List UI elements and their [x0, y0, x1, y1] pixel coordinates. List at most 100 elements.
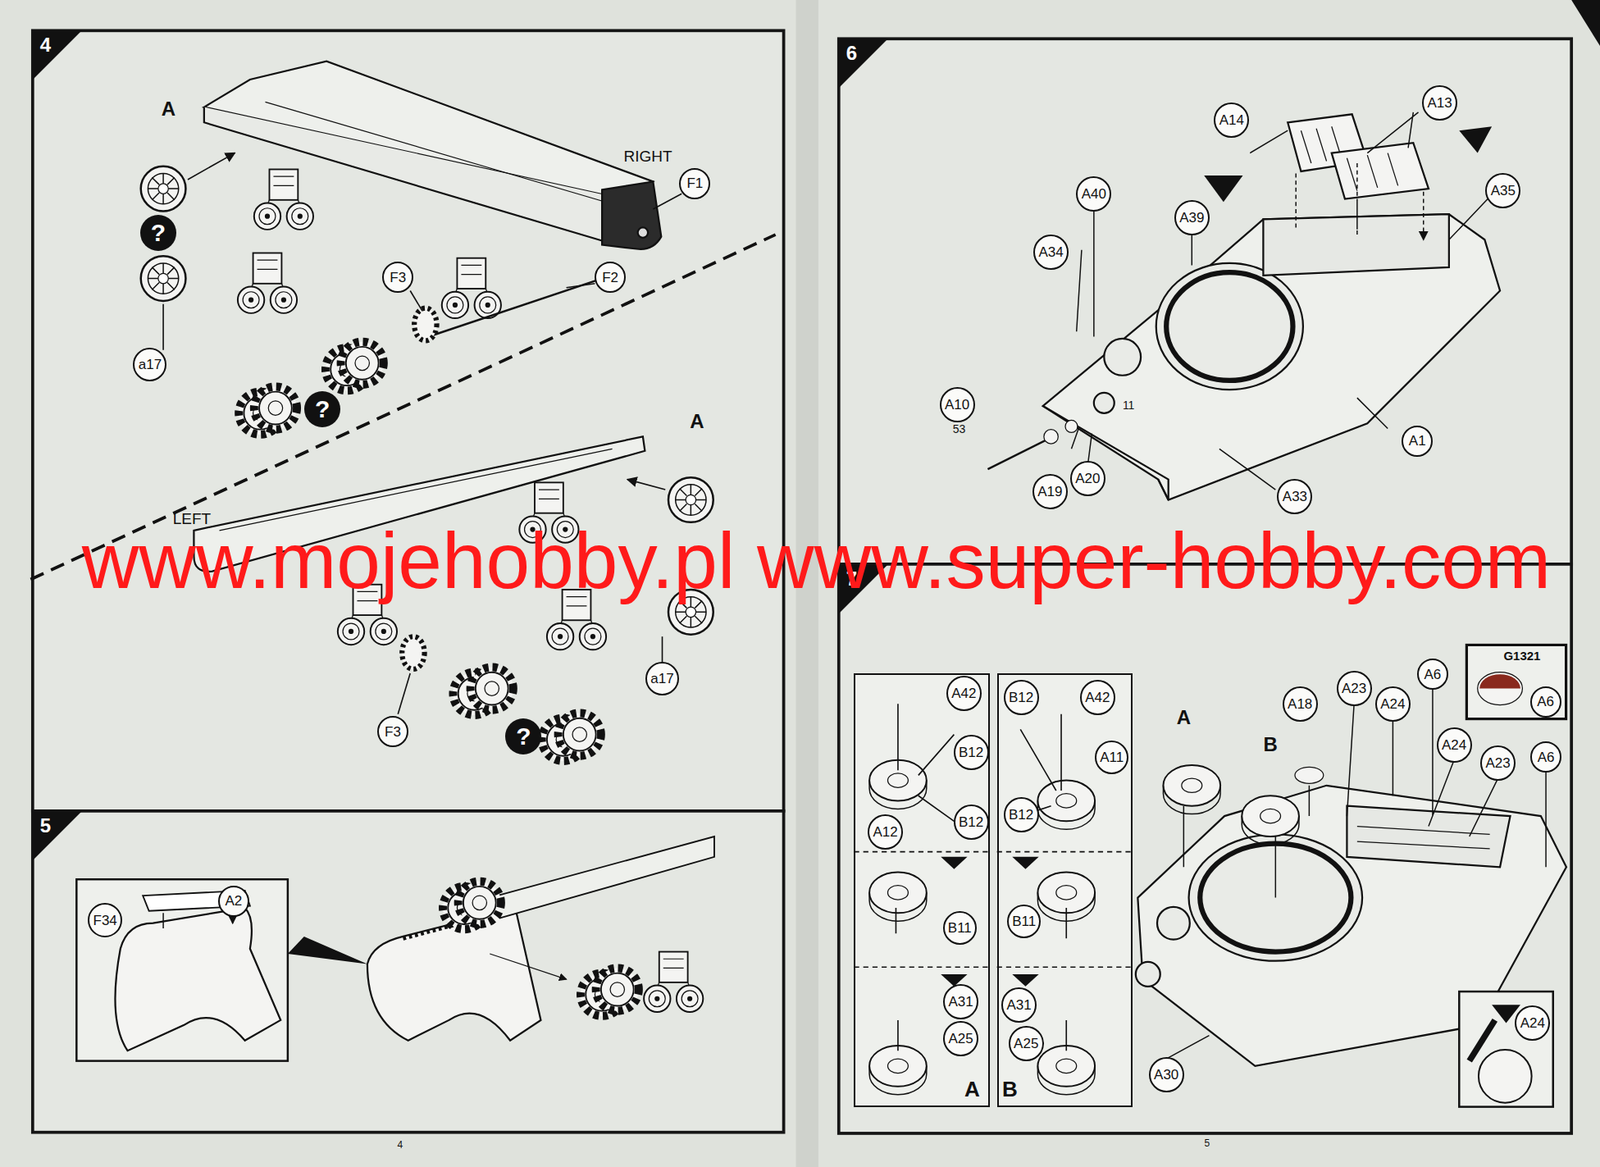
callout-number: B11 [948, 920, 972, 935]
callout-circle: A25 [943, 1021, 979, 1057]
drawing-part [1103, 338, 1141, 376]
drawing-part [1076, 112, 1488, 490]
callout-number: A31 [948, 994, 973, 1009]
callout-circle: A25 [1008, 1025, 1044, 1062]
callout-number: A34 [1038, 245, 1063, 260]
drawing-part [76, 879, 288, 1061]
drawing-part [1346, 153, 1398, 192]
drawing-part [638, 227, 648, 238]
sub-panel: BB12A42A11B12B11A31A25 [997, 673, 1133, 1108]
drawing-part [1466, 644, 1567, 720]
callout-circle: A30 [1148, 1057, 1185, 1093]
drawing-part [32, 811, 785, 1133]
drawing-part [1011, 974, 1039, 987]
callout-number: A24 [1441, 738, 1467, 753]
callout-number: F1 [686, 176, 703, 191]
part-label: 4 [396, 1139, 403, 1150]
step-marker: 5 [32, 811, 83, 861]
drawing-part [1479, 674, 1521, 689]
drawing-part [601, 181, 661, 249]
callout-circle: A24 [1375, 686, 1411, 722]
drawing-part [652, 193, 682, 210]
drawing-part [341, 341, 384, 385]
callout-number: A25 [1013, 1036, 1039, 1051]
callout-circle: A40 [1075, 176, 1112, 212]
drawing-part [1295, 163, 1424, 240]
drawing-part [1203, 175, 1243, 202]
callout-number: ? [314, 396, 330, 422]
callout-circle: A18 [1282, 686, 1318, 722]
drawing-part [265, 101, 613, 204]
drawing-part [1571, 0, 1600, 46]
drawing-part [163, 153, 682, 351]
callout-circle: A19 [1032, 474, 1068, 510]
callout-circle: A13 [1422, 85, 1458, 121]
part-label: A [1176, 707, 1191, 728]
drawing-part [547, 589, 607, 650]
drawing-part [162, 304, 165, 351]
drawing-part [442, 258, 502, 319]
callout-number: B11 [1011, 914, 1036, 929]
drawing-part [1162, 765, 1221, 815]
step-number: 6 [846, 43, 857, 64]
drawing-part [558, 712, 602, 756]
drawing-part [428, 273, 618, 337]
callout-number: A2 [225, 893, 243, 908]
callout-circle: A42 [1080, 679, 1116, 716]
step-marker: 4 [32, 30, 83, 80]
callout-number: A31 [1006, 998, 1031, 1012]
callout-circle: A39 [1174, 200, 1210, 236]
drawing-part [661, 636, 664, 663]
part-label: A [161, 99, 176, 119]
callout-circle: a17 [132, 347, 167, 382]
question-badge: ? [140, 214, 177, 251]
drawing-part [1135, 961, 1161, 987]
callout-number: A25 [948, 1031, 973, 1046]
drawing-part [1166, 272, 1293, 381]
step-number: 5 [40, 815, 51, 836]
callout-number: A24 [1520, 1016, 1546, 1031]
drawing-part [668, 477, 714, 523]
drawing-part [643, 952, 703, 1012]
panel-letter: B [1002, 1078, 1018, 1100]
callout-circle: A24 [1436, 727, 1473, 763]
step-triangle [32, 811, 83, 861]
callout-number: A6 [1537, 750, 1555, 765]
callout-circle: A1 [1401, 425, 1433, 457]
callout-number: B12 [1008, 807, 1034, 822]
callout-number: A42 [1084, 690, 1110, 705]
drawing-part [32, 30, 785, 812]
drawing-part [596, 967, 639, 1011]
callout-circle: A23 [1480, 745, 1516, 781]
drawing-part [1478, 1049, 1532, 1104]
callout-number: B12 [1008, 690, 1034, 705]
drawing-part [987, 436, 1053, 470]
drawing-part [1094, 392, 1115, 414]
drawing-part [287, 936, 368, 965]
drawing-part [470, 666, 514, 710]
drawing-part [141, 166, 187, 212]
drawing-part [1071, 428, 1092, 465]
callout-number: A12 [872, 825, 898, 839]
drawing-part [1331, 142, 1429, 199]
callout-number: A23 [1341, 681, 1367, 696]
part-label: LEFT [173, 510, 211, 527]
callout-circle: A6 [1530, 686, 1562, 718]
drawing-part [1156, 263, 1304, 390]
callout-number: A6 [1424, 667, 1442, 682]
callout-number: A18 [1287, 697, 1313, 712]
drawing-part [895, 703, 1067, 1051]
drawing-part [869, 1045, 927, 1095]
callout-circle: A34 [1033, 234, 1069, 270]
drawing-part [397, 479, 666, 715]
drawing-part [254, 168, 314, 229]
callout-number: A23 [1485, 756, 1510, 771]
drawing-part [1043, 214, 1500, 500]
callout-number: ? [515, 724, 531, 749]
drawing-part [489, 953, 566, 980]
drawing-part [142, 890, 251, 912]
part-label: A [689, 411, 704, 432]
callout-number: A13 [1427, 95, 1453, 110]
drawing-part [1262, 214, 1449, 276]
